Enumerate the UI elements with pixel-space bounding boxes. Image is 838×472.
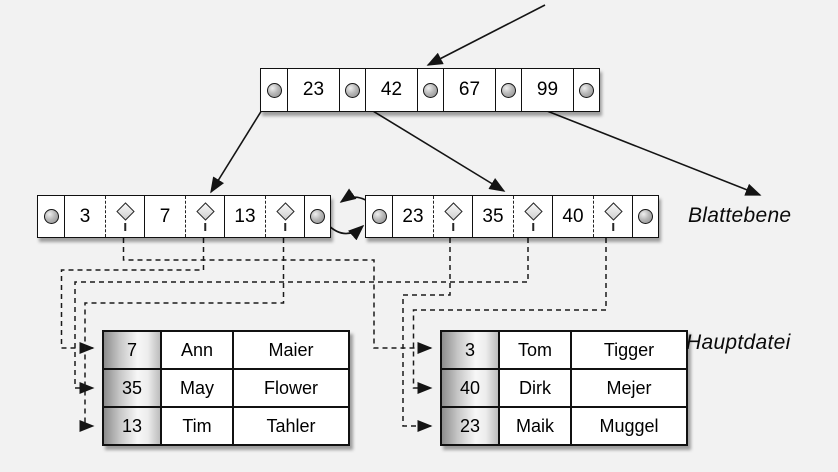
pointer-icon xyxy=(266,82,282,98)
leaf-key-cell: 3 xyxy=(64,196,105,237)
record-key: 13 xyxy=(102,406,162,446)
root-key-cell: 67 xyxy=(443,69,495,111)
record-ref-cell xyxy=(105,196,144,237)
root-node: 23 42 67 99 xyxy=(260,68,600,112)
record-lastname: Flower xyxy=(232,368,350,408)
table-row: 23 Maik Muggel xyxy=(440,406,688,446)
leaf-key: 40 xyxy=(562,205,584,227)
pointer-icon xyxy=(43,209,59,224)
root-key: 99 xyxy=(536,79,559,100)
pointer-icon xyxy=(579,82,594,98)
root-key-cell: 99 xyxy=(521,69,573,111)
diamond-icon xyxy=(603,202,623,221)
pointer-icon xyxy=(423,82,438,98)
leaf-key-cell: 13 xyxy=(224,196,265,237)
root-key-cell: 42 xyxy=(365,69,417,111)
pointer-icon xyxy=(345,82,360,98)
diamond-icon xyxy=(523,202,543,221)
table-row: 40 Dirk Mejer xyxy=(440,368,688,408)
leaf-key-cell: 40 xyxy=(552,196,593,237)
pointer-cell xyxy=(573,69,599,111)
leaf-key-cell: 35 xyxy=(472,196,513,237)
record-ref-cell xyxy=(433,196,472,237)
record-lastname: Tigger xyxy=(570,330,688,370)
leaf-key: 13 xyxy=(234,205,256,227)
record-ref-cell xyxy=(593,196,632,237)
record-lastname: Mejer xyxy=(570,368,688,408)
pointer-cell xyxy=(417,69,443,111)
main-file-table-right: 3 Tom Tigger 40 Dirk Mejer 23 Maik Mugge… xyxy=(440,330,688,446)
leaf-level-label: Blattebene xyxy=(688,204,792,227)
record-key: 3 xyxy=(440,330,500,370)
pointer-cell xyxy=(495,69,521,111)
pointer-cell xyxy=(261,69,287,111)
pointer-icon xyxy=(310,209,325,224)
record-lastname: Tahler xyxy=(232,406,350,446)
record-key: 7 xyxy=(102,330,162,370)
leaf-key: 7 xyxy=(159,205,171,227)
pointer-icon xyxy=(638,209,653,224)
record-firstname: Dirk xyxy=(498,368,572,408)
leaf-key: 35 xyxy=(482,205,504,227)
record-ref-cell xyxy=(265,196,304,237)
diamond-icon xyxy=(275,202,295,221)
record-key: 23 xyxy=(440,406,500,446)
table-row: 7 Ann Maier xyxy=(102,330,350,370)
record-firstname: Tom xyxy=(498,330,572,370)
leaf-key-cell: 7 xyxy=(144,196,185,237)
record-firstname: Maik xyxy=(498,406,572,446)
main-file-table-left: 7 Ann Maier 35 May Flower 13 Tim Tahler xyxy=(102,330,350,446)
diamond-icon xyxy=(115,202,135,221)
record-key: 40 xyxy=(440,368,500,408)
record-firstname: Ann xyxy=(160,330,234,370)
record-ref-cell xyxy=(185,196,224,237)
table-row: 3 Tom Tigger xyxy=(440,330,688,370)
leaf-key: 3 xyxy=(79,205,91,227)
record-ref-cell xyxy=(513,196,552,237)
pointer-icon xyxy=(371,209,387,224)
table-row: 13 Tim Tahler xyxy=(102,406,350,446)
diamond-icon xyxy=(195,202,215,221)
root-key: 42 xyxy=(380,79,403,100)
left-leaf-node: 3 7 13 xyxy=(37,195,331,238)
table-row: 35 May Flower xyxy=(102,368,350,408)
diamond-icon xyxy=(443,202,463,221)
root-key: 23 xyxy=(302,79,325,100)
root-key-cell: 23 xyxy=(287,69,339,111)
incoming-arrow xyxy=(426,4,546,66)
sibling-link-left-to-right xyxy=(326,223,365,241)
leaf-key-cell: 23 xyxy=(392,196,433,237)
record-firstname: Tim xyxy=(160,406,234,446)
root-key: 67 xyxy=(458,79,481,100)
main-file-label: Hauptdatei xyxy=(686,331,791,354)
pointer-cell xyxy=(366,196,392,237)
leaf-key: 23 xyxy=(402,205,424,227)
record-lastname: Muggel xyxy=(570,406,688,446)
pointer-cell xyxy=(38,196,64,237)
right-leaf-node: 23 35 40 xyxy=(365,195,659,238)
record-lastname: Maier xyxy=(232,330,350,370)
pointer-icon xyxy=(501,82,516,98)
record-firstname: May xyxy=(160,368,234,408)
pointer-cell xyxy=(339,69,365,111)
record-key: 35 xyxy=(102,368,162,408)
pointer-cell xyxy=(304,196,330,237)
pointer-cell xyxy=(632,196,658,237)
